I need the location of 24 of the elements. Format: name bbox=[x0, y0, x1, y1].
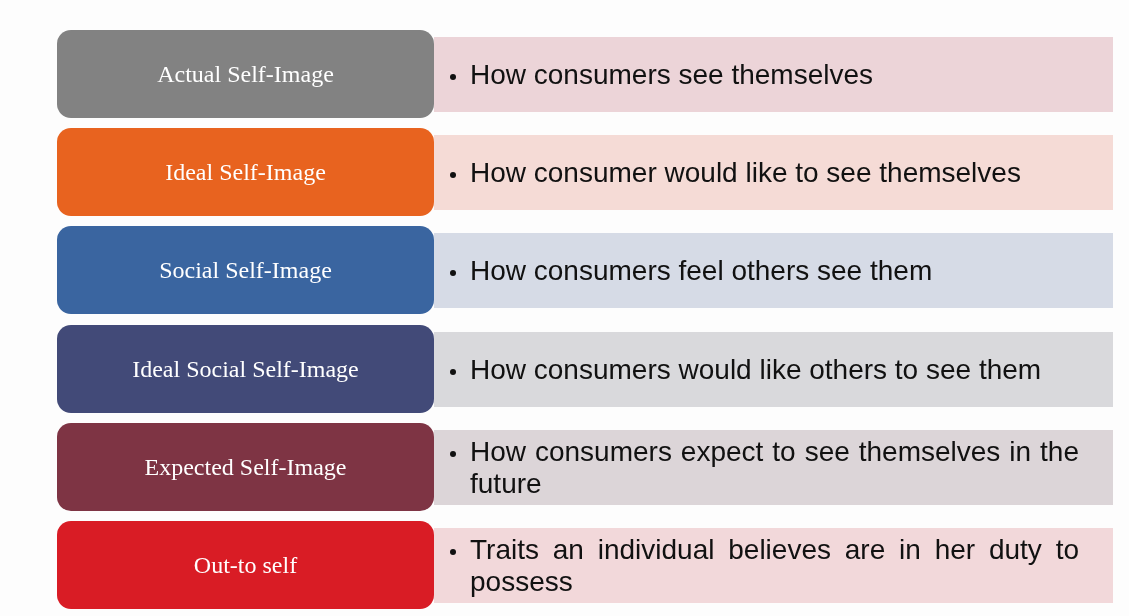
category-box bbox=[57, 325, 434, 413]
category-label: Ideal Self-Image bbox=[165, 158, 326, 187]
category-box bbox=[57, 521, 434, 609]
description-box bbox=[434, 37, 1113, 112]
category-label: Actual Self-Image bbox=[157, 60, 334, 89]
description-box bbox=[434, 135, 1113, 210]
category-label: Expected Self-Image bbox=[144, 453, 347, 482]
category-label: Ideal Social Self-Image bbox=[132, 355, 359, 384]
description-text: How consumer would like to see themselves bbox=[470, 156, 1022, 189]
category-box bbox=[57, 226, 434, 314]
description-text: How consumers would like others to see them bbox=[470, 353, 1043, 386]
description-box bbox=[434, 233, 1113, 308]
category-box bbox=[57, 423, 434, 511]
description-text: How consumers feel others see them bbox=[470, 254, 934, 287]
category-label: Social Self-Image bbox=[159, 256, 332, 285]
description-box bbox=[434, 430, 1113, 505]
description-box bbox=[434, 332, 1113, 407]
category-box bbox=[57, 128, 434, 216]
description-text: How consumers see themselves bbox=[470, 58, 875, 91]
category-label: Out-to self bbox=[193, 551, 298, 580]
description-text: How consumers expect to see themselves in the future bbox=[470, 435, 1079, 500]
category-box bbox=[57, 30, 434, 118]
description-box bbox=[434, 528, 1113, 603]
description-text: Traits an individual believes are in her duty to possess bbox=[470, 533, 1079, 598]
